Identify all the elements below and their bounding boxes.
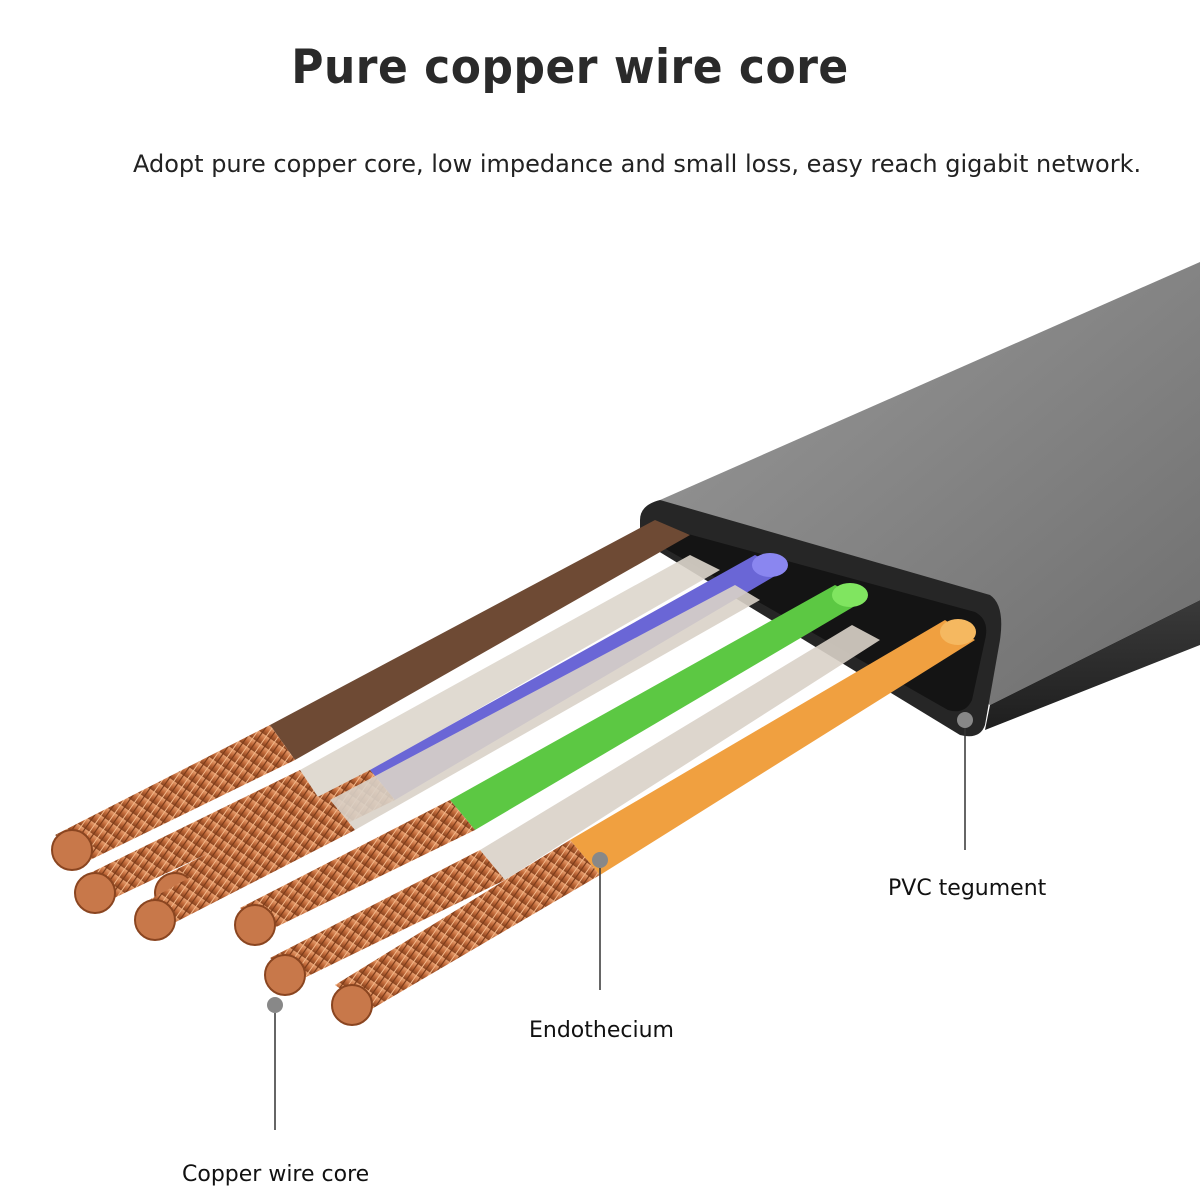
callout-lines [267,712,973,1130]
callout-pvc-tegument: PVC tegument [888,876,1047,901]
page-title: Pure copper wire core [291,39,849,96]
page-subtitle: Adopt pure copper core, low impedance an… [133,150,1142,178]
callout-copper-wire-core: Copper wire core [182,1162,370,1187]
wire-green [234,583,868,946]
wire-clear-2 [134,585,760,941]
wire-clear-1 [74,555,720,914]
wire-orange [331,619,976,1026]
wire-clear-3 [264,625,880,996]
wire-brown [51,520,690,871]
callout-endothecium: Endothecium [529,1018,674,1043]
